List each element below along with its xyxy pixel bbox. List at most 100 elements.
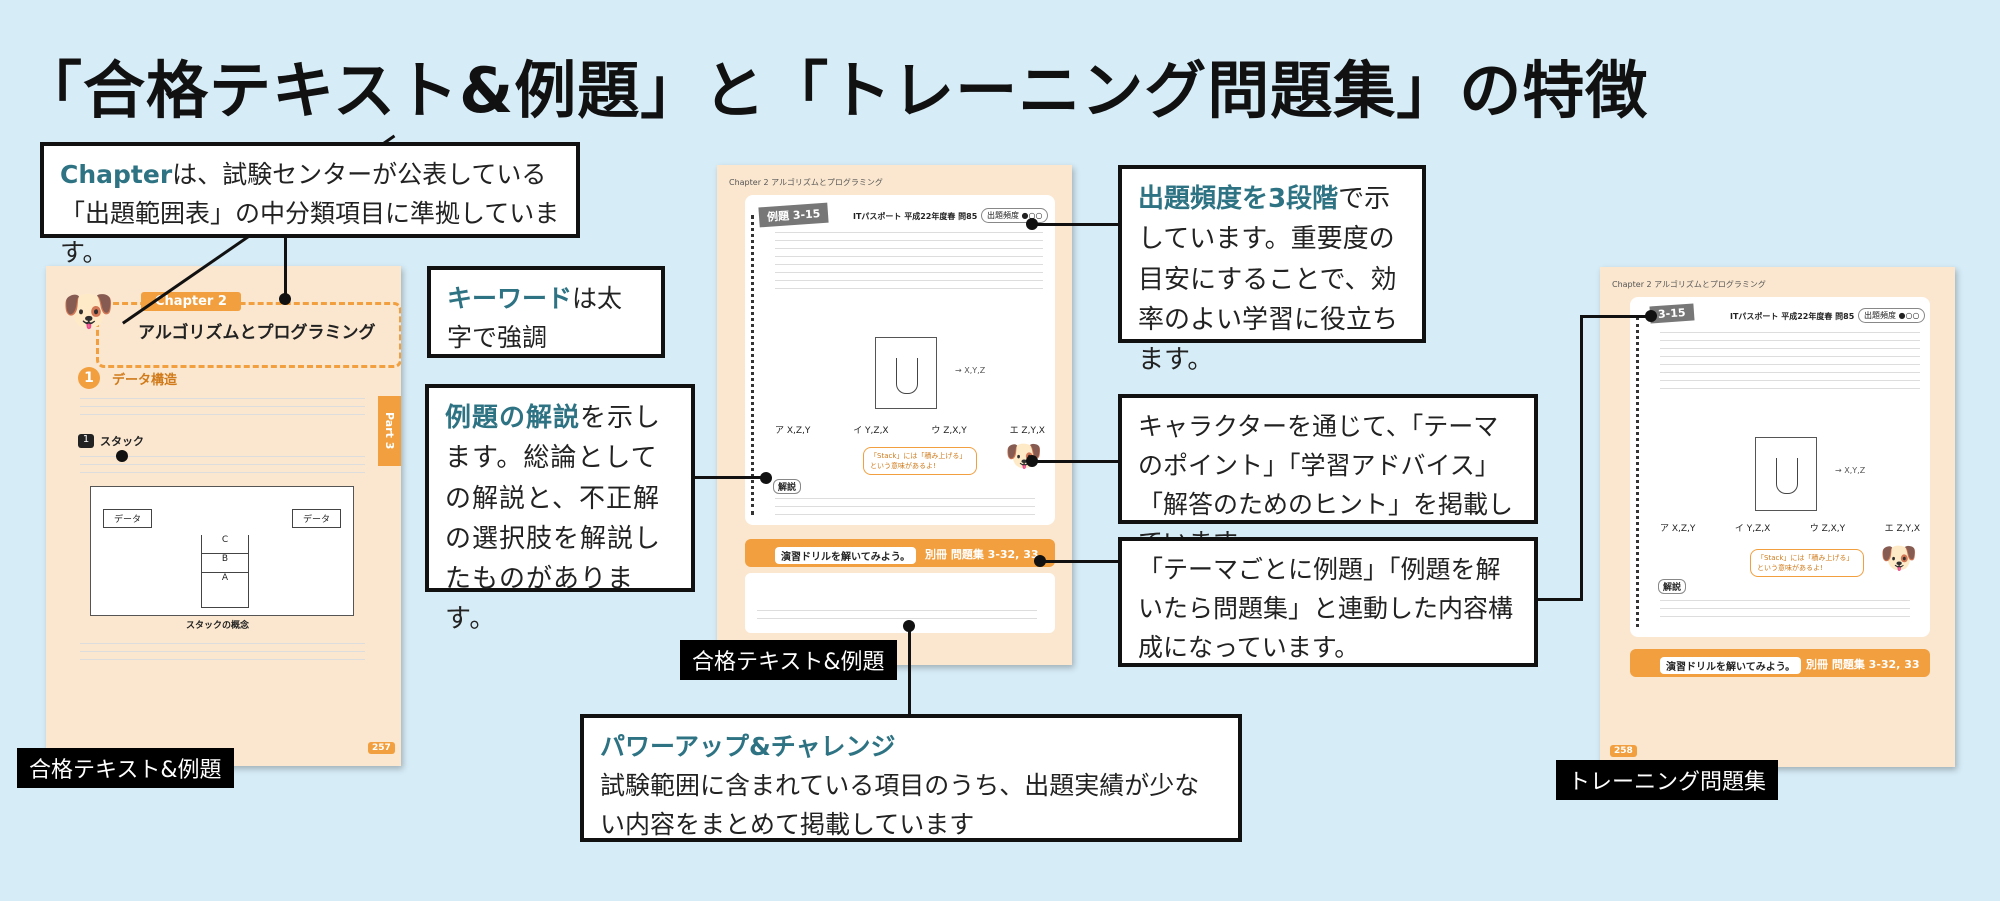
kaisetsu-text	[1660, 593, 1910, 624]
left-book-page: Chapter 2 アルゴリズムとプログラミング 🐶 1 データ構造 1 スタッ…	[46, 266, 401, 766]
data-box-in: データ	[103, 509, 153, 528]
example-panel: 3-15 ITパスポート 平成22年度春 問85 出題頻度 ●○○ → X,Y,…	[1630, 297, 1930, 637]
connector-dot	[1026, 218, 1038, 230]
powerup-box	[745, 573, 1055, 633]
connector-link-right-v	[1580, 315, 1583, 601]
callout-link: 「テーマごとに例題」「例題を解いたら問題集」と連動した内容構成になっています。	[1118, 537, 1538, 667]
stack-diagram: データ データ C B A	[90, 486, 354, 616]
callout-chapter: Chapterは、試験センターが公表している「出題範囲表」の中分類項目に準拠して…	[40, 142, 580, 267]
connector-frequency	[1032, 223, 1118, 226]
drill-bar: 演習ドリルを解いてみよう。 別冊 問題集 3-32, 33	[745, 539, 1055, 567]
frequency-label: 出題頻度	[1864, 311, 1896, 320]
stack-item: A	[221, 573, 229, 583]
page-number: 258	[1610, 745, 1637, 757]
body-text	[80, 391, 365, 422]
example-label: 例題 3-15	[758, 202, 829, 228]
kaisetsu-label: 解説	[773, 479, 802, 494]
middle-tag: 合格テキスト&例題	[680, 640, 897, 680]
connector-dot	[1034, 555, 1046, 567]
choice-d: エ Z,Y,X	[1009, 426, 1045, 436]
section-number: 1	[78, 367, 100, 389]
explanation-text	[80, 636, 365, 667]
left-tag: 合格テキスト&例題	[17, 748, 234, 788]
callout-highlight: 出題頻度を3段階	[1138, 184, 1339, 214]
callout-highlight: 例題の解説	[445, 403, 581, 433]
notebook-spiral	[751, 215, 764, 515]
callout-keyword: キーワードは太字で強調	[427, 266, 665, 358]
character-icon: 🐶	[1880, 541, 1918, 576]
callout-text: は太字で強調	[447, 284, 623, 352]
connector-chapter	[284, 234, 287, 298]
choice-list: ア X,Z,Y イ Y,Z,X ウ Z,X,Y エ Z,Y,X	[775, 423, 1045, 436]
drill-bar: 演習ドリルを解いてみよう。 別冊 問題集 3-32, 33	[1630, 649, 1930, 677]
callout-text: 試験範囲に含まれている項目のうち、出題実績が少ない内容をまとめて掲載しています	[600, 770, 1200, 839]
choice-b: イ Y,Z,X	[1734, 524, 1771, 534]
choice-c: ウ Z,X,Y	[1809, 524, 1846, 534]
callout-highlight: Chapter	[60, 160, 173, 189]
connector-link	[1040, 560, 1118, 563]
callout-frequency: 出題頻度を3段階で示しています。重要度の目安にすることで、効率のよい学習に役立ち…	[1118, 165, 1426, 375]
notebook-spiral	[1636, 317, 1649, 627]
connector-kaisetsu	[677, 476, 767, 479]
right-tag: トレーニング問題集	[1556, 760, 1779, 800]
arrow-label: → X,Y,Z	[1835, 466, 1866, 475]
drill-text: 演習ドリルを解いてみよう。	[1660, 657, 1802, 674]
callout-text: を示します。総論としての解説と、不正解の選択肢を解説したものがあります。	[445, 403, 662, 635]
callout-text: で示しています。重要度の目安にすることで、効率のよい学習に役立ちます。	[1138, 184, 1399, 376]
stack-hint-bubble: 「Stack」には「積み上げる」という意味があるよ!	[1750, 549, 1864, 577]
figure-caption: スタックの概念	[186, 621, 250, 631]
stack-item: C	[202, 535, 248, 554]
data-box-out: データ	[291, 509, 341, 528]
chapter-title: アルゴリズムとプログラミング	[138, 323, 376, 343]
sub-title: スタック	[100, 435, 144, 448]
callout-highlight: パワーアップ&チャレンジ	[600, 732, 896, 761]
stack-diagram	[1755, 437, 1817, 511]
callout-text: 「テーマごとに例題」「例題を解いたら問題集」と連動した内容構成になっています。	[1138, 555, 1514, 662]
callout-text: キャラクターを通じて、「テーマのポイント」「学習アドバイス」「解答のためのヒント…	[1138, 412, 1514, 557]
arrow-label: → X,Y,Z	[955, 366, 986, 375]
right-book-page: Chapter 2 アルゴリズムとプログラミング 3-15 ITパスポート 平成…	[1600, 267, 1955, 767]
callout-highlight: キーワード	[447, 284, 573, 313]
drill-text: 演習ドリルを解いてみよう。	[775, 547, 917, 564]
drill-ref: 別冊 問題集 3-32, 33	[1806, 658, 1920, 671]
connector-link-right-h	[1580, 315, 1650, 318]
question-text	[775, 225, 1043, 296]
stack-text	[80, 449, 365, 480]
connector-dot	[903, 620, 915, 632]
stack-diagram	[875, 337, 937, 409]
part-tab: Part 3	[378, 396, 401, 466]
stack-hint-bubble: 「Stack」には「積み上げる」という意味があるよ!	[863, 447, 977, 475]
choice-d: エ Z,Y,X	[1884, 524, 1920, 534]
connector-dot	[760, 472, 772, 484]
exam-info: ITパスポート 平成22年度春 問85	[853, 212, 978, 221]
page-header: Chapter 2 アルゴリズムとプログラミング	[1612, 280, 1766, 289]
page-title: 「合格テキスト&例題」と「トレーニング問題集」の特徴	[20, 54, 1649, 127]
connector-character	[1032, 460, 1118, 463]
kaisetsu-text	[775, 491, 1035, 522]
choice-list: ア X,Z,Y イ Y,Z,X ウ Z,X,Y エ Z,Y,X	[1660, 521, 1920, 534]
frequency-badge: 出題頻度 ●○○	[981, 208, 1049, 223]
frequency-badge: 出題頻度 ●○○	[1858, 308, 1926, 323]
powerup-text	[757, 603, 1037, 626]
chapter-badge: Chapter 2	[141, 292, 241, 311]
choice-c: ウ Z,X,Y	[931, 426, 967, 436]
page-number: 257	[368, 742, 395, 754]
drill-ref: 別冊 問題集 3-32, 33	[925, 548, 1039, 561]
callout-character: キャラクターを通じて、「テーマのポイント」「学習アドバイス」「解答のためのヒント…	[1118, 394, 1538, 557]
callout-powerup: パワーアップ&チャレンジ 試験範囲に含まれている項目のうち、出題実績が少ない内容…	[580, 714, 1242, 842]
frequency-label: 出題頻度	[987, 211, 1019, 220]
connector-dot	[116, 450, 128, 462]
choice-a: ア X,Z,Y	[775, 426, 811, 436]
connector-dot	[1645, 310, 1657, 322]
stack-item: B	[202, 554, 248, 573]
stack-container: C B A	[201, 535, 249, 608]
character-icon: 🐶	[62, 286, 115, 335]
exam-info: ITパスポート 平成22年度春 問85	[1730, 312, 1855, 321]
section-title: データ構造	[112, 373, 178, 388]
sub-number: 1	[78, 434, 94, 448]
choice-a: ア X,Z,Y	[1660, 524, 1696, 534]
kaisetsu-label: 解説	[1658, 579, 1687, 594]
connector-powerup	[908, 626, 911, 716]
example-panel: 例題 3-15 ITパスポート 平成22年度春 問85 出題頻度 ●○○ → X…	[745, 195, 1055, 525]
choice-b: イ Y,Z,X	[853, 426, 889, 436]
